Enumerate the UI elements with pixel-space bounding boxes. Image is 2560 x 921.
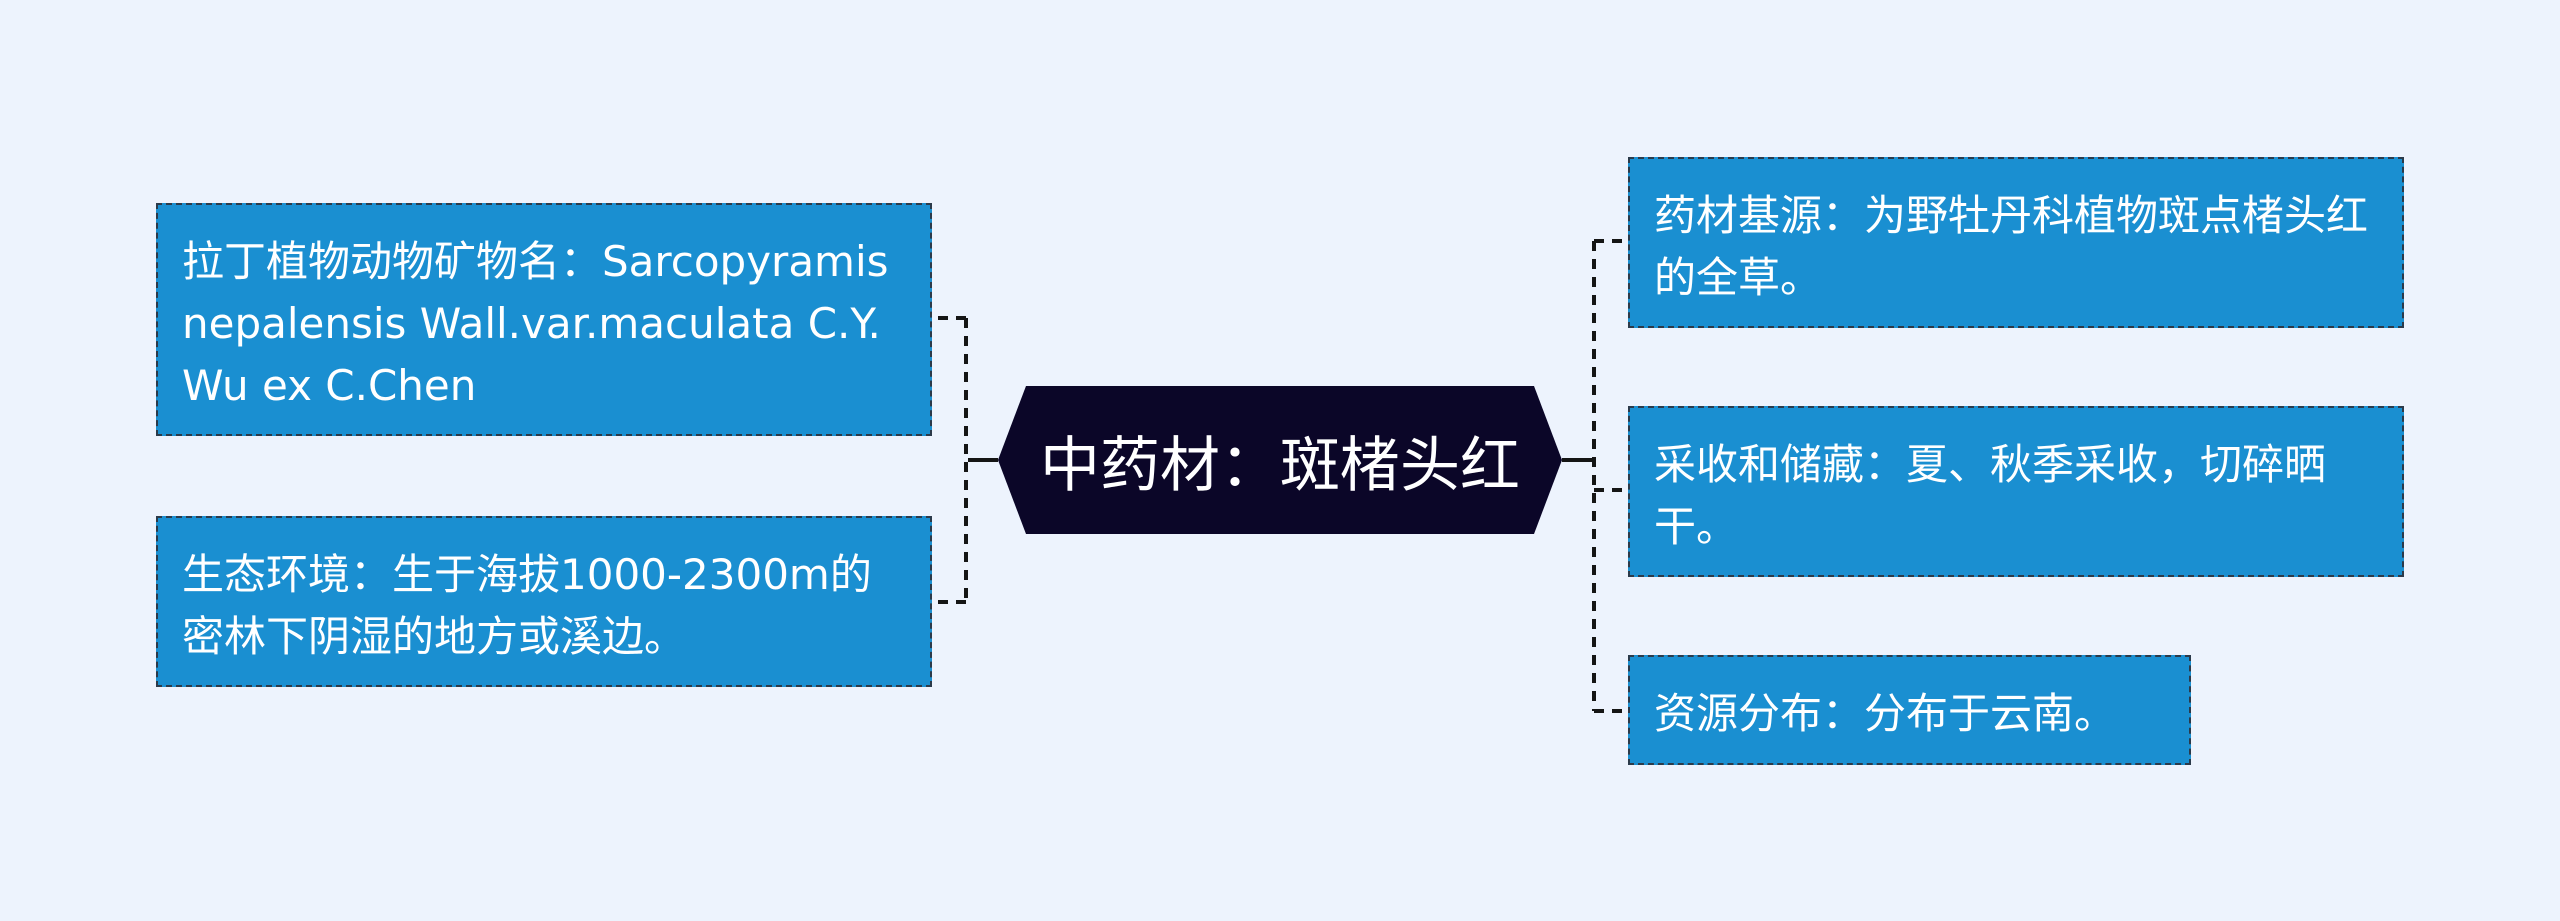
- left-node-latin-name-text: 拉丁植物动物矿物名：Sarcopyramis nepalensis Wall.v…: [182, 237, 889, 410]
- left-node-habitat-text: 生态环境：生于海拔1000-2300m的密林下阴湿的地方或溪边。: [182, 550, 872, 661]
- right-node-harvest-storage[interactable]: 采收和储藏：夏、秋季采收，切碎晒干。: [1628, 406, 2404, 577]
- right-node-distribution-text: 资源分布：分布于云南。: [1654, 689, 2117, 738]
- center-hexagon-shape: [998, 386, 1562, 534]
- center-topic-node[interactable]: 中药材：斑楮头红: [998, 386, 1562, 534]
- right-node-source-text: 药材基源：为野牡丹科植物斑点楮头红的全草。: [1654, 191, 2369, 302]
- right-node-harvest-storage-text: 采收和储藏：夏、秋季采收，切碎晒干。: [1654, 440, 2327, 551]
- right-node-distribution[interactable]: 资源分布：分布于云南。: [1628, 655, 2191, 765]
- right-node-source[interactable]: 药材基源：为野牡丹科植物斑点楮头红的全草。: [1628, 157, 2404, 328]
- center-topic-title: 中药材：斑楮头红: [1040, 430, 1520, 501]
- left-node-habitat[interactable]: 生态环境：生于海拔1000-2300m的密林下阴湿的地方或溪边。: [156, 516, 932, 687]
- left-node-latin-name[interactable]: 拉丁植物动物矿物名：Sarcopyramis nepalensis Wall.v…: [156, 203, 932, 436]
